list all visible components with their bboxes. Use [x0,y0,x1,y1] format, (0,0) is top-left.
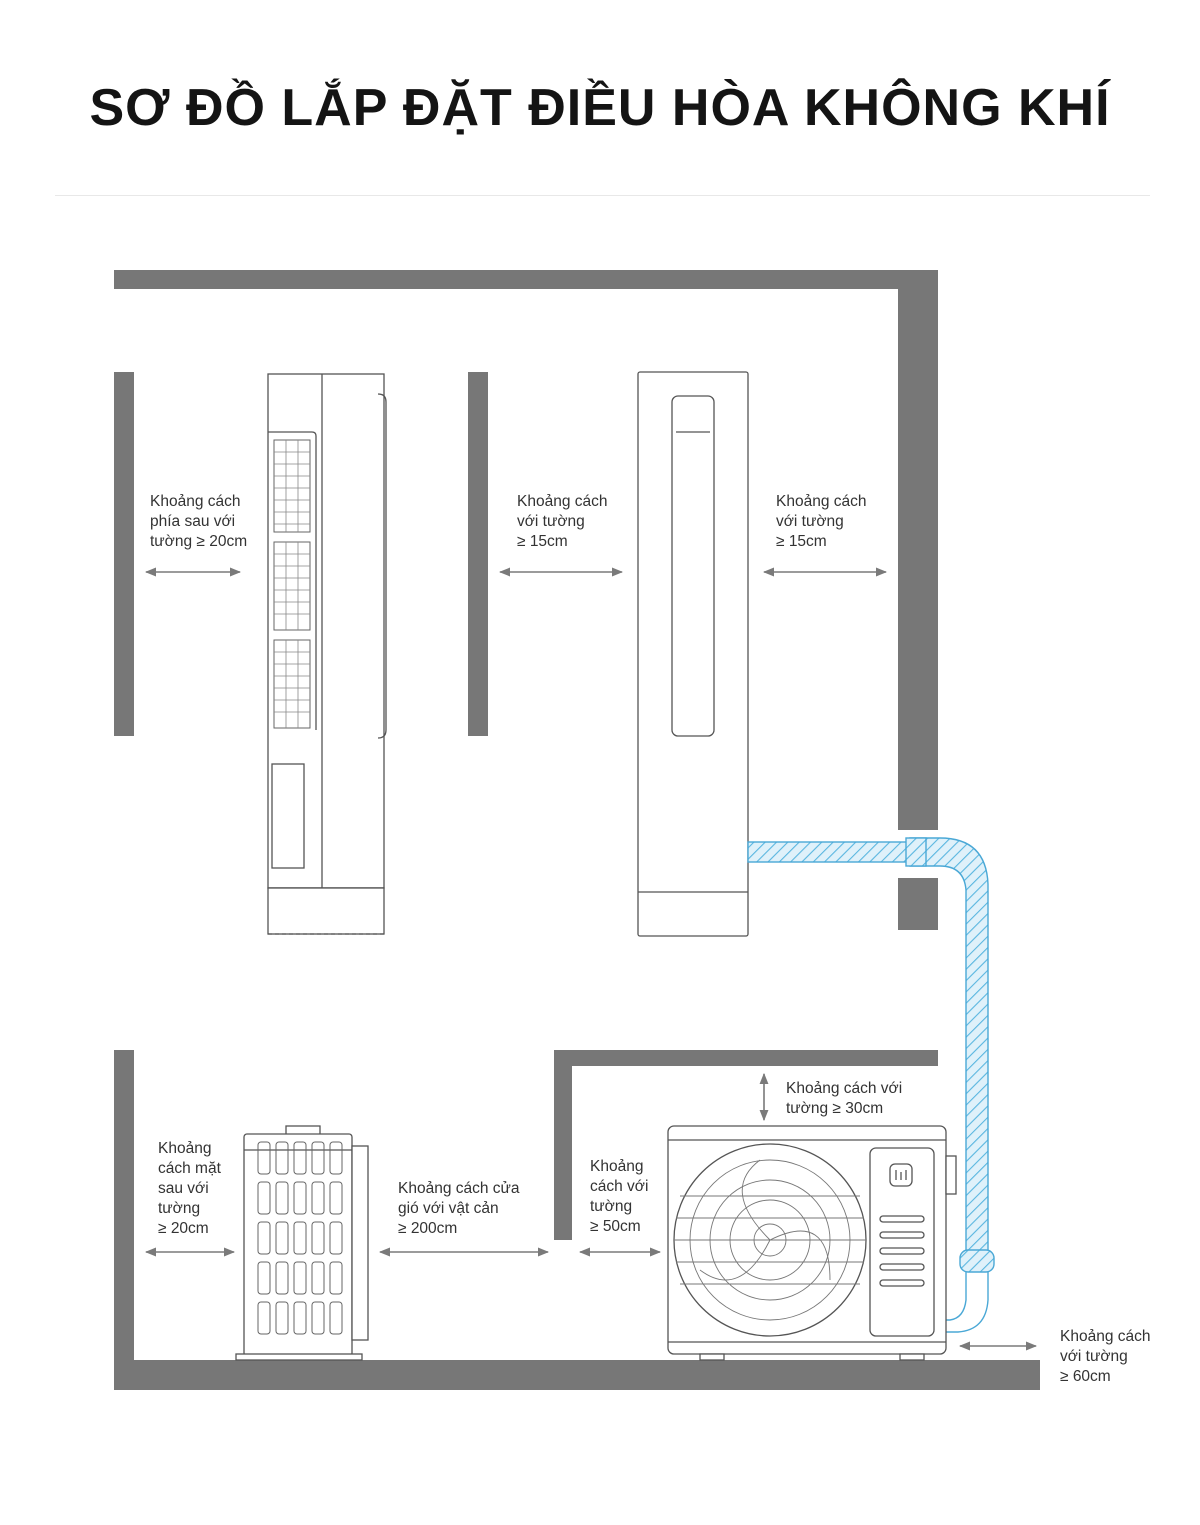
title-divider [55,195,1150,196]
label-outdoor-right-clearance: Khoảng cách với tường ≥ 60cm [1060,1328,1151,1385]
label-indoor-rear-clearance: Khoảng cách phía sau với tường ≥ 20cm [150,493,248,550]
outdoor-unit-side-view [235,1125,369,1361]
label-outdoor-side-clearance: Khoảng cách với tường ≥ 50cm [590,1158,649,1235]
indoor-unit-side-view [267,373,387,935]
dimension-arrows [144,567,1038,1351]
page-title: SƠ ĐỒ LẮP ĐẶT ĐIỀU HÒA KHÔNG KHÍ [89,79,1111,137]
room-walls-top [114,270,938,930]
refrigerant-pipe [747,837,995,1333]
outdoor-side-grille [257,1141,343,1335]
outdoor-vent-slots [879,1215,925,1287]
label-indoor-right-clearance: Khoảng cách với tường ≥ 15cm [776,493,867,550]
fan-grille [674,1159,866,1321]
label-outdoor-top-clearance: Khoảng cách với tường ≥ 30cm [786,1080,903,1117]
indoor-unit-front-view [637,371,749,937]
outdoor-unit-front-view [667,1125,957,1361]
mi-logo-icon [889,1163,913,1187]
label-indoor-left-clearance: Khoảng cách với tường ≥ 15cm [517,493,608,550]
label-outdoor-rear-clearance: Khoảng cách mặt sau với tường ≥ 20cm [158,1140,221,1237]
indoor-vent-grille [274,440,310,728]
label-outdoor-outlet-clearance: Khoảng cách cửa gió với vật cản ≥ 200cm [398,1180,520,1237]
